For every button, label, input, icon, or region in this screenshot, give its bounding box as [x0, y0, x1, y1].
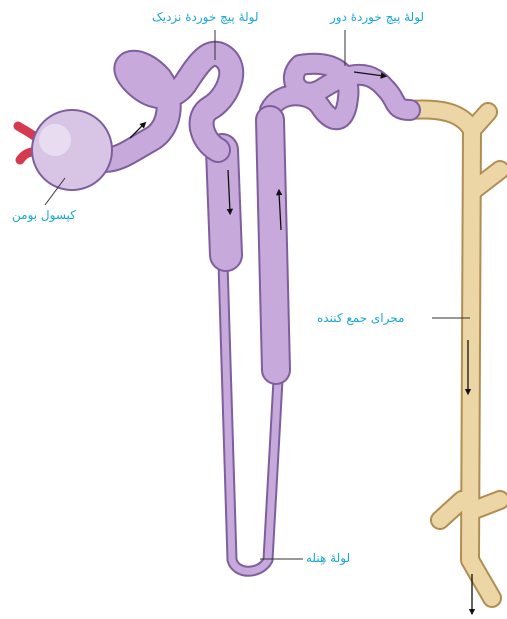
flow-arrows — [130, 72, 472, 612]
distal-convoluted-tubule — [270, 64, 410, 119]
collecting-duct — [410, 110, 500, 598]
label-collecting-duct: مجرای جمع کننده — [317, 312, 404, 324]
proximal-convoluted-tubule — [105, 54, 231, 160]
label-loop-of-henle: لولهٔ هِنله — [306, 552, 350, 564]
label-bowman-capsule: کپسول بومن — [12, 209, 76, 221]
label-distal-tubule: لولهٔ پیچ خوردهٔ دور — [330, 11, 424, 23]
label-proximal-tubule: لولهٔ پیچ خوردهٔ نزدیک — [152, 11, 259, 23]
